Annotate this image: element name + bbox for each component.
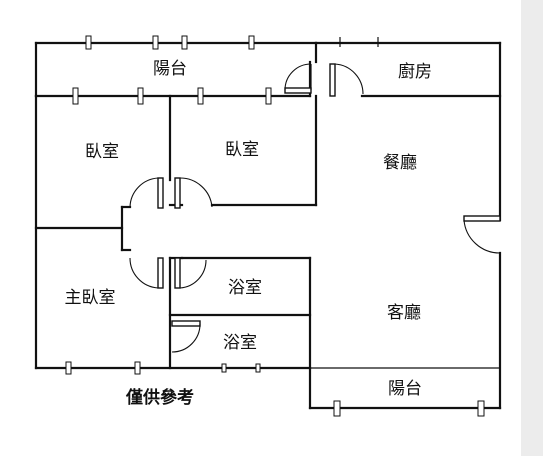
window-mark xyxy=(255,363,261,373)
window-mark xyxy=(197,87,204,105)
room-label-balcony-top: 陽台 xyxy=(153,59,187,79)
side-strip xyxy=(521,0,543,456)
window-mark xyxy=(65,361,72,375)
window-mark xyxy=(221,363,227,373)
walls xyxy=(34,41,502,410)
door-master-bedroom xyxy=(129,257,164,289)
room-label-master-bedroom: 主臥室 xyxy=(65,288,116,308)
room-label-bathroom-1: 浴室 xyxy=(228,278,262,298)
windows xyxy=(65,35,485,417)
doors xyxy=(129,63,501,353)
window-mark xyxy=(265,87,272,105)
room-label-balcony-bottom: 陽台 xyxy=(388,379,422,399)
window-mark xyxy=(72,87,79,105)
door-bedroom-1 xyxy=(129,177,164,209)
window-mark xyxy=(248,35,255,50)
room-label-bedroom-2: 臥室 xyxy=(225,140,259,160)
window-mark xyxy=(85,35,92,50)
window-mark xyxy=(152,35,159,50)
reference-note: 僅供參考 xyxy=(125,387,194,408)
door-living-side xyxy=(463,215,501,254)
door-kitchen xyxy=(329,63,364,97)
room-label-bedroom-1: 臥室 xyxy=(85,142,119,162)
window-mark xyxy=(137,87,144,105)
window-mark xyxy=(181,35,188,50)
room-label-bathroom-2: 浴室 xyxy=(223,333,257,353)
window-mark xyxy=(134,361,141,375)
door-bathroom-1 xyxy=(174,257,207,289)
room-labels: 陽台 廚房 臥室 臥室 餐廳 主臥室 浴室 浴室 客廳 陽台 xyxy=(65,59,433,399)
door-bathroom-2 xyxy=(171,320,201,353)
room-label-kitchen: 廚房 xyxy=(398,61,432,82)
window-mark xyxy=(477,400,485,417)
door-bedroom-2 xyxy=(174,177,213,209)
room-label-dining: 餐廳 xyxy=(383,153,417,173)
window-mark xyxy=(333,400,341,417)
room-label-living: 客廳 xyxy=(387,303,421,323)
door-balcony xyxy=(284,63,312,94)
